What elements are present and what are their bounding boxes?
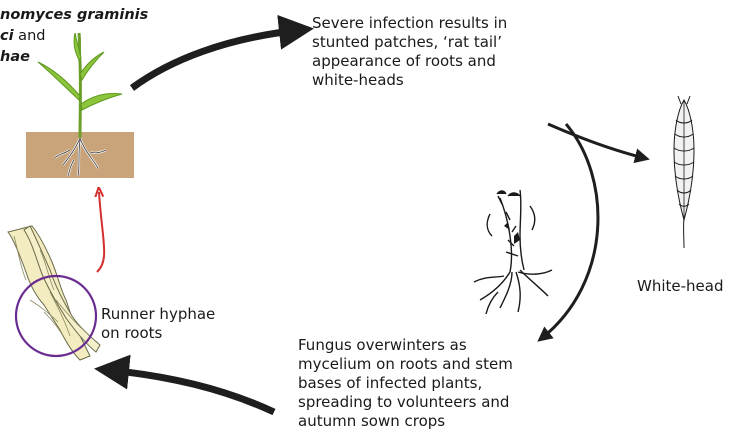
magnified-roots-icon [8,226,100,360]
severe-infection-label: Severe infection results in stunted patc… [312,14,507,90]
wheat-white-head-icon [674,96,694,248]
red-arrow [97,192,104,272]
title-line-3: hae [0,47,148,68]
runner-hyphae-label: Runner hyphae on roots [101,305,215,343]
arrow-to-severe-infection [132,30,300,88]
fungus-overwinters-label: Fungus overwinters as mycelium on roots … [298,336,513,431]
title-line-1: nomyces graminis [0,5,148,26]
arrow-to-runner-hyphae [108,370,274,412]
title-line-2: ci and [0,26,148,47]
infected-stem-base-icon [474,190,552,314]
white-head-label: White-head [637,277,723,296]
diagram-title: nomyces graminis ci and hae [0,5,148,68]
arrow-to-overwinter [542,124,598,338]
arrow-to-white-head [548,124,644,158]
